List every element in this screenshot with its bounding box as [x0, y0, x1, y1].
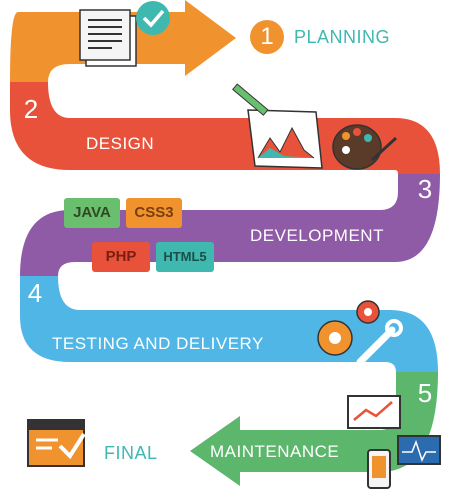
step-5-label: MAINTENANCE [210, 442, 340, 461]
step-4-number: 4 [27, 278, 43, 308]
devices-icon [347, 395, 441, 489]
step-4-label: TESTING AND DELIVERY [52, 334, 264, 353]
final-label: FINAL [104, 443, 158, 463]
step-1-label: PLANNING [294, 27, 391, 47]
step-2-band [10, 82, 440, 174]
palette-icon [332, 124, 398, 170]
browser-check-icon [27, 419, 86, 467]
step-3-number: 3 [417, 174, 433, 204]
step-5-number: 5 [417, 378, 433, 408]
step-1-number: 1 [250, 20, 284, 54]
tag-html5: HTML5 [156, 242, 214, 272]
step-3-label: DEVELOPMENT [250, 226, 384, 245]
tag-php: PHP [92, 242, 150, 272]
gears-icon [317, 300, 380, 356]
step-2-label: DESIGN [86, 134, 155, 153]
design-chart-icon [232, 83, 323, 169]
document-check-icon [79, 1, 170, 67]
wrench-icon [356, 319, 403, 366]
step-4-band [20, 276, 438, 372]
step-2-number: 2 [23, 94, 39, 124]
tag-css3: CSS3 [126, 198, 182, 228]
tag-java: JAVA [64, 198, 120, 228]
